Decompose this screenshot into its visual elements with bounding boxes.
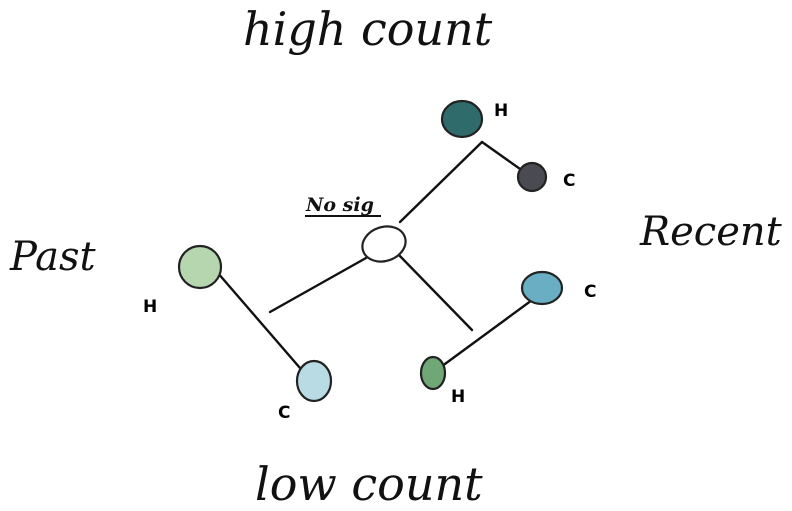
left-c-letter: C	[278, 403, 290, 423]
right-h-node	[419, 355, 447, 391]
edge-center-to-right	[394, 250, 474, 332]
left-h-node	[177, 244, 223, 290]
no-sig-label: No sig	[305, 194, 374, 216]
edge-center-to-top	[398, 140, 484, 224]
edge-left-h-to-c	[215, 270, 302, 370]
top-c-letter: C	[563, 171, 575, 191]
left-h-letter: H	[143, 297, 157, 317]
edge-right-c-to-h	[432, 290, 545, 374]
center-node	[361, 225, 407, 263]
low-count-label: low count	[255, 457, 483, 511]
right-c-letter: C	[584, 282, 596, 302]
left-c-node	[295, 359, 333, 403]
right-h-letter: H	[451, 387, 465, 407]
right-c-node	[520, 270, 564, 306]
top-h-letter: H	[494, 101, 508, 121]
edge-center-to-left	[268, 256, 368, 314]
top-c-node	[516, 161, 548, 193]
recent-label: Recent	[639, 209, 783, 255]
past-label: Past	[9, 234, 96, 280]
high-count-label: high count	[243, 2, 493, 56]
top-h-node	[440, 99, 484, 139]
